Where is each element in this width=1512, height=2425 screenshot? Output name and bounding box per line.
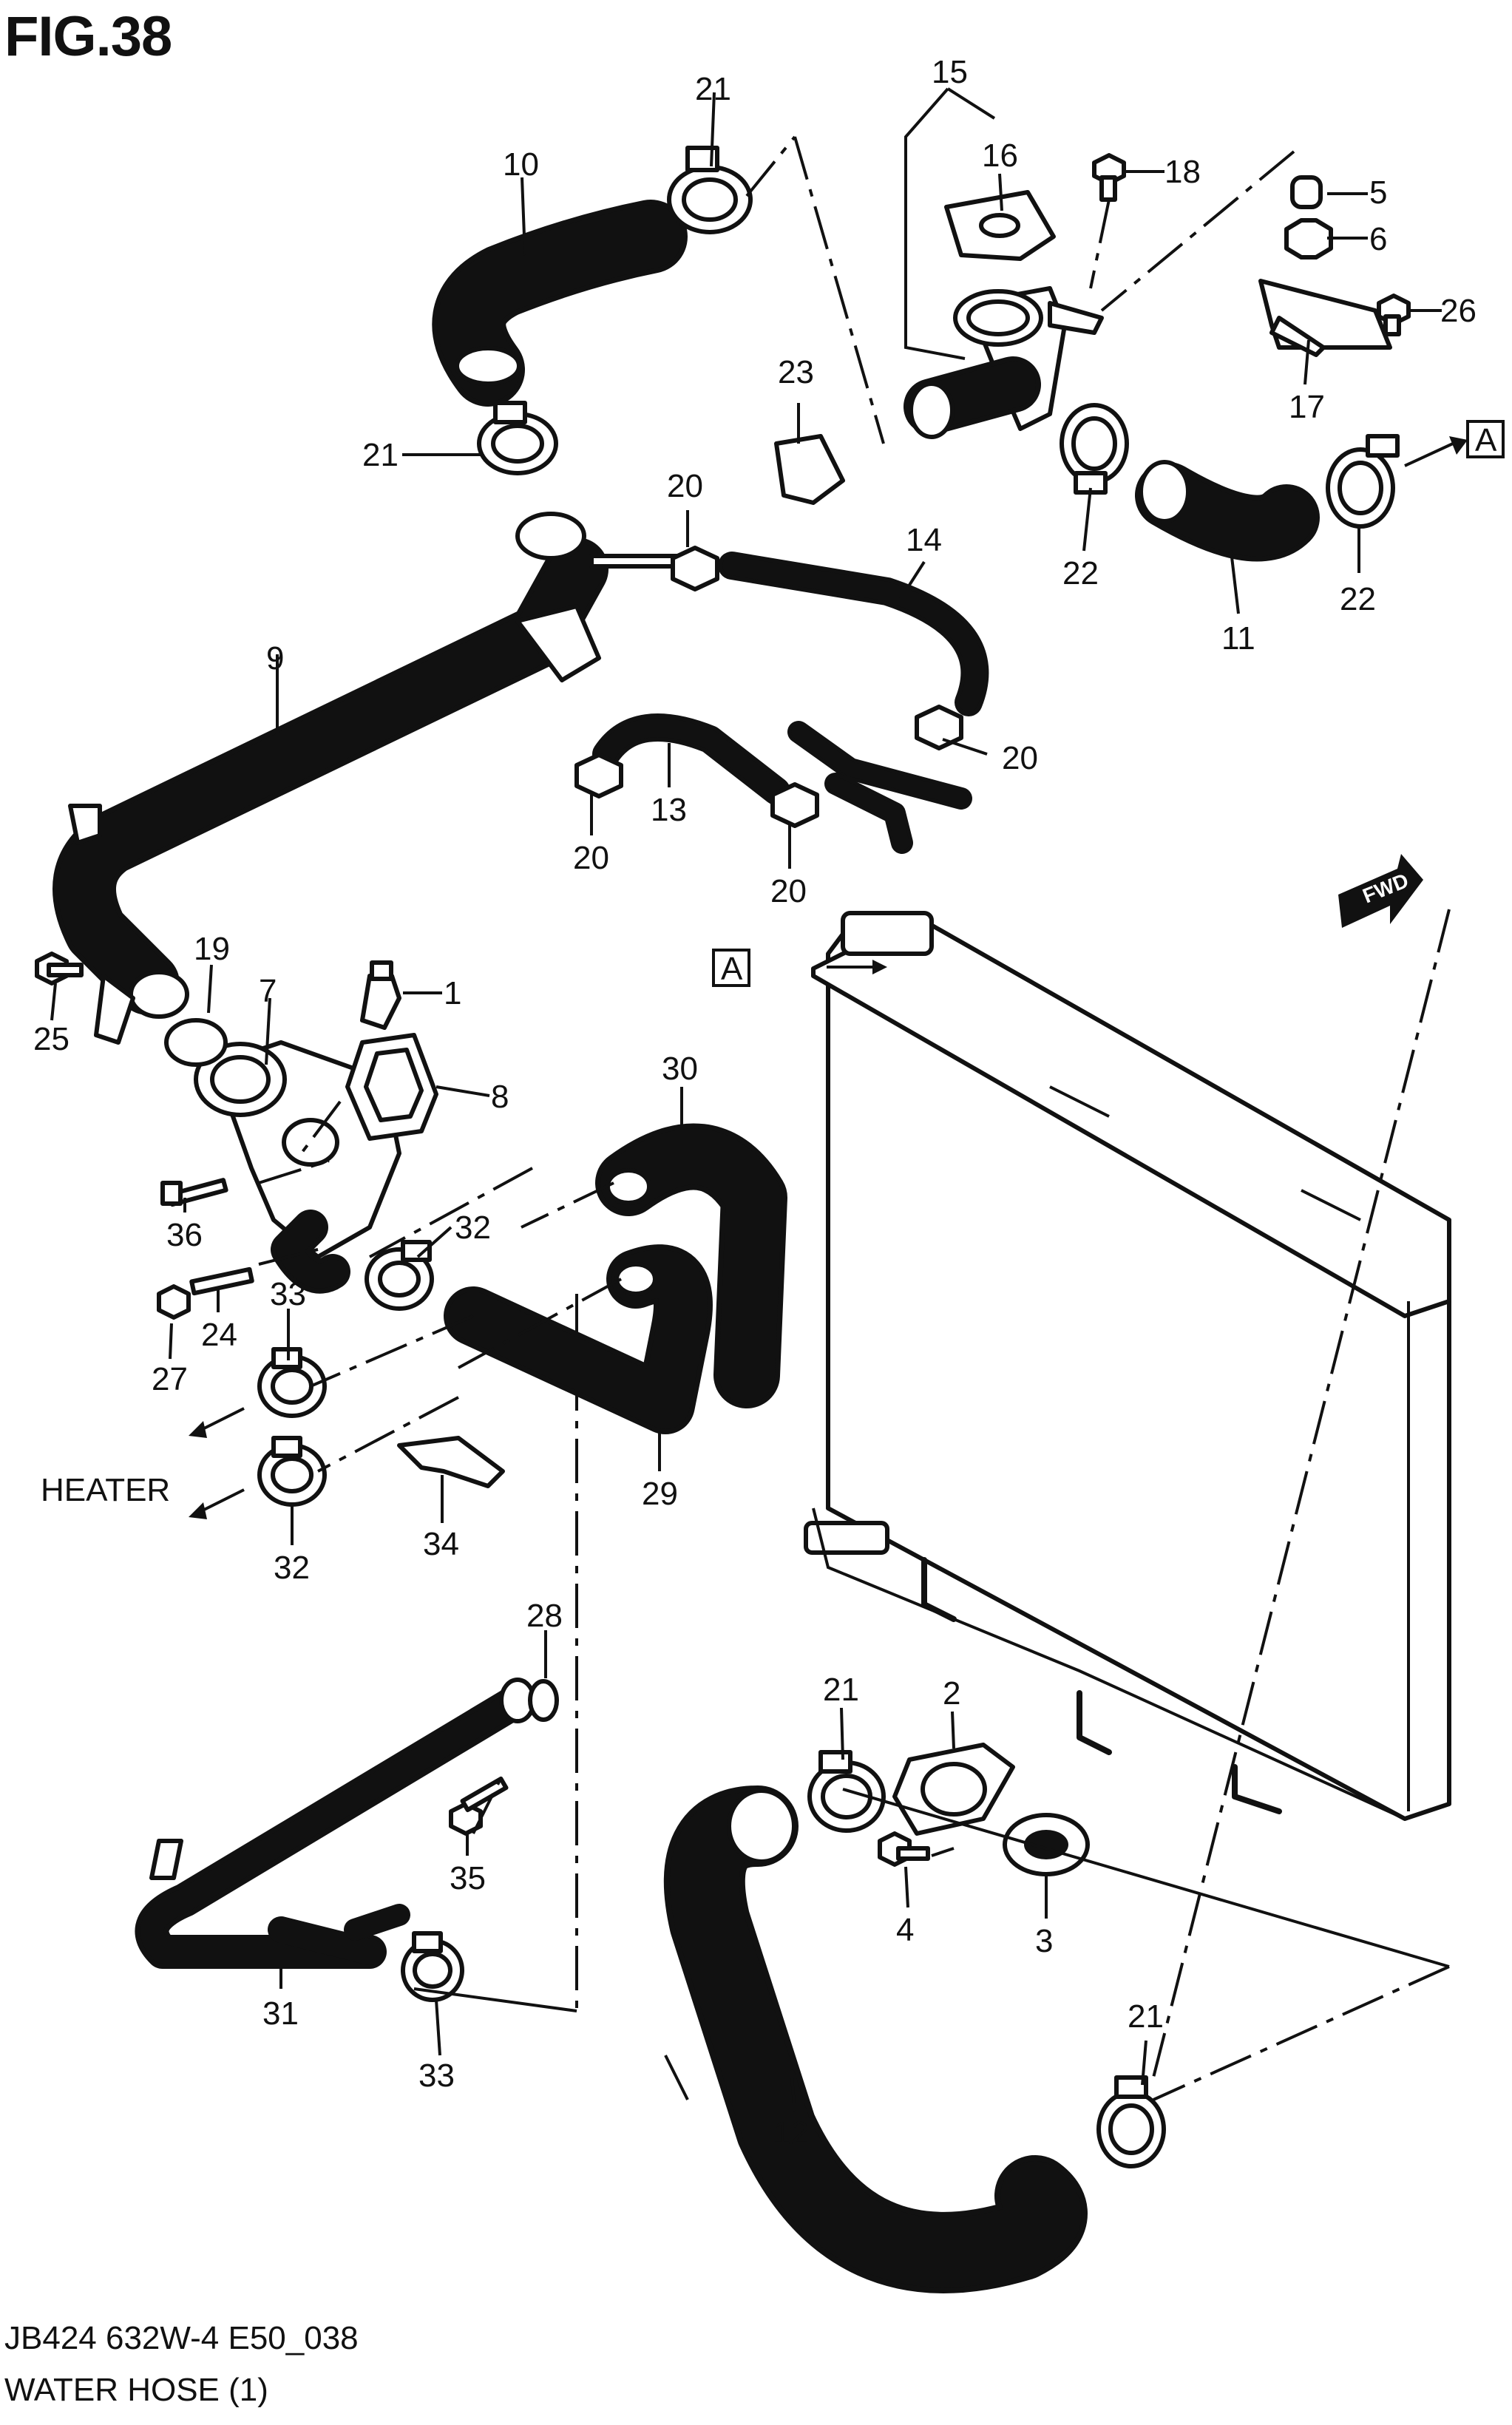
bolt-18	[1092, 153, 1126, 202]
thermostat-3	[1003, 1813, 1090, 1876]
ref-a-label-radiator: A	[721, 951, 743, 987]
water-pipe-9	[52, 512, 682, 1045]
clip-34	[397, 1436, 505, 1488]
bolt-35	[449, 1776, 509, 1836]
callout-7: 7	[259, 973, 277, 1009]
clamp-22-left	[1060, 403, 1129, 495]
callout-1: 1	[444, 975, 461, 1011]
heater-label: HEATER	[41, 1472, 170, 1508]
callout-16: 16	[982, 138, 1018, 174]
callout-20: 20	[1002, 740, 1038, 776]
callout-34: 34	[423, 1526, 459, 1562]
callout-32: 32	[274, 1550, 310, 1586]
callout-21: 21	[823, 1672, 859, 1708]
clamp-33-lower	[401, 1931, 464, 2002]
clamp-32-lower	[257, 1436, 327, 1507]
callout-32: 32	[455, 1210, 491, 1246]
callout-19: 19	[194, 931, 230, 967]
water-outlet-15	[904, 286, 1104, 439]
clamp-21-top	[667, 146, 753, 234]
o-ring-19	[164, 1018, 228, 1067]
callout-33: 33	[418, 2058, 455, 2094]
callout-27: 27	[152, 1361, 188, 1397]
callout-20: 20	[667, 468, 703, 504]
callout-17: 17	[1289, 389, 1325, 425]
callout-24: 24	[201, 1317, 237, 1353]
bolt-4	[878, 1831, 930, 1867]
callout-30: 30	[662, 1051, 698, 1087]
o-ring-28	[528, 1679, 559, 1722]
callout-31: 31	[262, 1995, 299, 2032]
callout-5: 5	[1369, 174, 1387, 211]
ref-a-box-top	[1466, 420, 1505, 458]
bracket-17	[1258, 279, 1392, 357]
drawing-title: WATER HOSE (1)	[4, 2372, 268, 2408]
callout-3: 3	[1035, 1923, 1053, 1959]
callout-2: 2	[943, 1675, 960, 1712]
callout-28: 28	[526, 1598, 563, 1634]
grommet-5	[1290, 175, 1323, 209]
bolt-36	[160, 1178, 228, 1207]
callout-10: 10	[503, 146, 539, 183]
callout-20: 20	[770, 873, 807, 909]
callout-13: 13	[651, 792, 687, 828]
callout-11: 11	[1221, 620, 1255, 657]
bolt-26	[1377, 294, 1411, 336]
heater-pipe-31	[135, 1678, 536, 1969]
callout-25: 25	[33, 1021, 70, 1057]
callout-26: 26	[1440, 293, 1477, 329]
callout-36: 36	[166, 1217, 203, 1253]
callout-6: 6	[1369, 221, 1387, 257]
callout-21: 21	[1128, 1998, 1164, 2035]
clamp-21-mid	[807, 1750, 886, 1833]
drawing-code: JB424 632W-4 E50_038	[4, 2320, 359, 2356]
nut-27	[157, 1284, 191, 1320]
callout-18: 18	[1164, 154, 1201, 190]
callout-35: 35	[450, 1860, 486, 1896]
callout-12: 12	[773, 2115, 809, 2151]
callout-22: 22	[1062, 555, 1099, 591]
ref-a-box-radiator	[712, 949, 750, 987]
callout-21: 21	[362, 437, 399, 473]
stud-24	[189, 1266, 254, 1296]
callout-29: 29	[642, 1476, 678, 1512]
callouts: 21 10 21 15 16 18 5 6 26 17 23 20 14 22 …	[33, 54, 1477, 2151]
callout-4: 4	[896, 1912, 914, 1948]
clamp-22-right	[1326, 434, 1400, 529]
bypass-pipes	[787, 721, 972, 854]
ref-a-label-top: A	[1475, 422, 1497, 458]
direction-arrows	[189, 436, 1468, 1519]
radiator	[804, 911, 1451, 1821]
clamp-21-left	[477, 401, 558, 475]
callout-33: 33	[270, 1276, 306, 1312]
cushion-6	[1284, 218, 1333, 260]
clamp-33-upper	[257, 1347, 327, 1418]
assembly-dash-lines	[258, 135, 1451, 2101]
temp-sensor-1	[360, 960, 401, 1030]
callout-9: 9	[266, 640, 284, 676]
callout-15: 15	[932, 54, 968, 90]
callout-14: 14	[906, 522, 942, 558]
leader-lines	[50, 87, 1442, 2112]
callout-8: 8	[491, 1079, 509, 1115]
callout-21: 21	[695, 71, 731, 107]
callout-22: 22	[1340, 581, 1376, 617]
clip-23	[774, 434, 845, 505]
callout-23: 23	[778, 354, 814, 390]
clamps-20	[574, 546, 963, 828]
callout-20: 20	[573, 840, 609, 876]
bolt-25	[35, 952, 84, 986]
figure-title: FIG.38	[4, 5, 172, 68]
clamp-21-bottom	[1096, 2075, 1166, 2168]
fwd-arrow: FWD	[1338, 854, 1423, 928]
